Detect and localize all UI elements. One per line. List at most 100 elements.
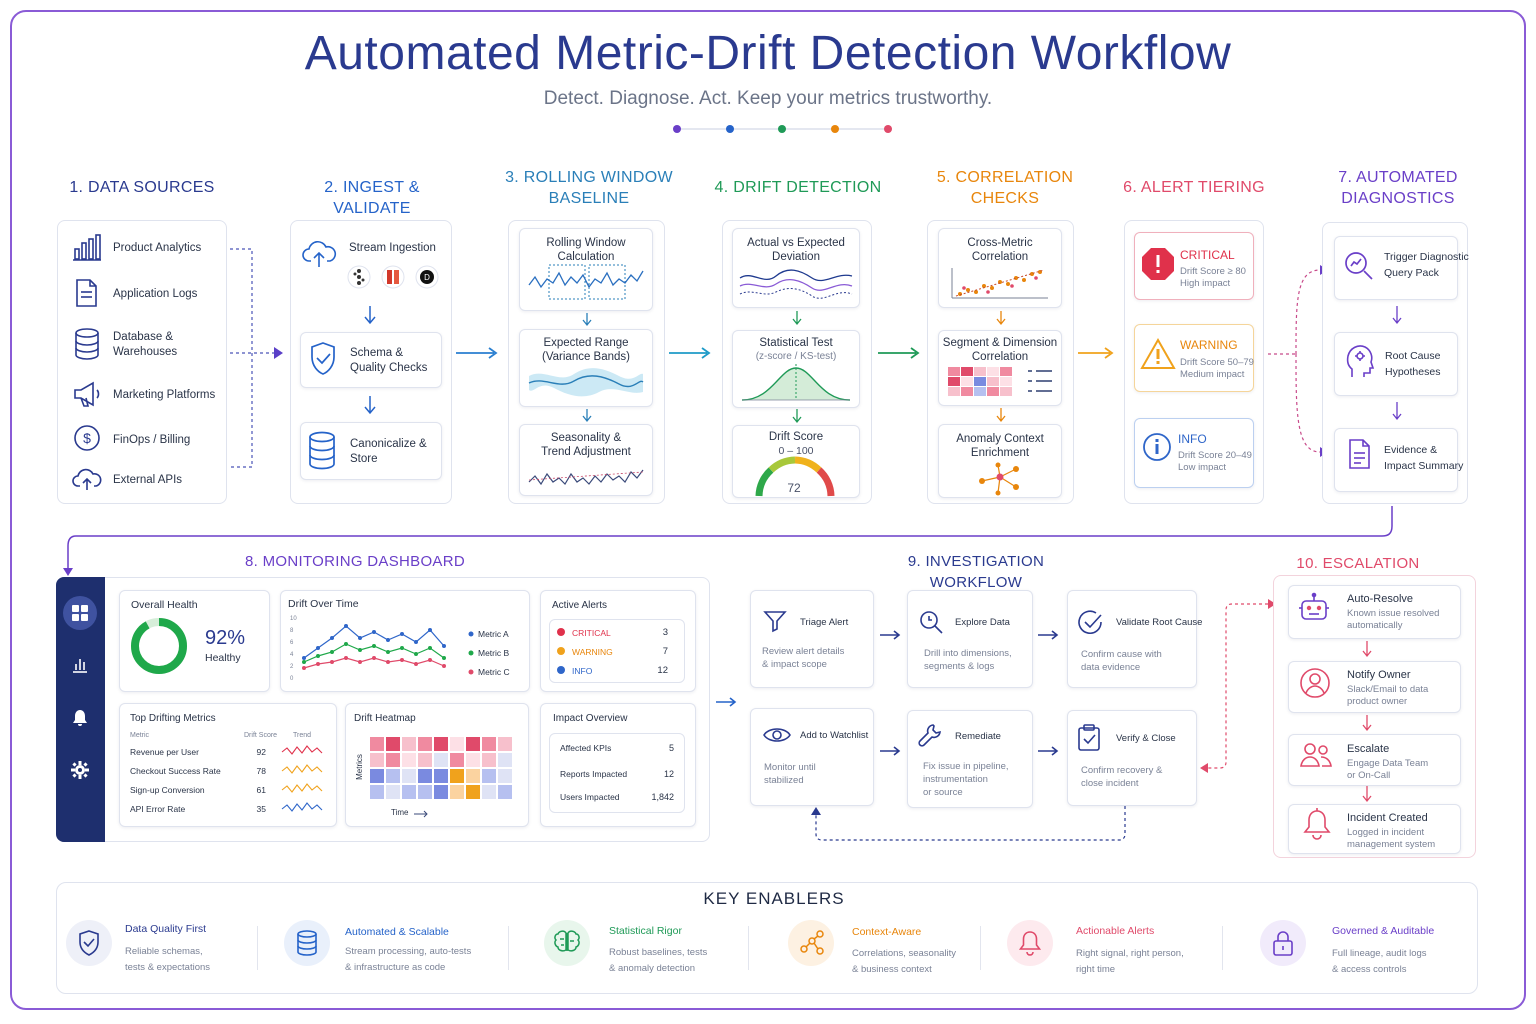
- y-tick-label: 10: [290, 616, 297, 622]
- heatmap-cell: [370, 737, 384, 751]
- enabler-label: Automated & Scalable: [345, 926, 449, 938]
- enabler-desc: Stream processing, auto-tests & infrastr…: [345, 946, 472, 973]
- dashboard-title: 8. MONITORING DASHBOARD: [245, 553, 465, 570]
- table-row: API Error Rate: [130, 804, 186, 814]
- stage-1-title: 1. DATA SOURCES: [69, 179, 215, 196]
- network-icon: [800, 930, 824, 955]
- heatmap-cell: [402, 753, 416, 767]
- right-arrow: [1038, 746, 1059, 756]
- alert-critical-name: CRITICAL: [572, 628, 611, 638]
- stage-7-title: 7. AUTOMATED DIAGNOSTICS: [1338, 169, 1458, 207]
- explore-data-card[interactable]: [907, 590, 1033, 688]
- gear-icon[interactable]: [71, 761, 89, 779]
- statistical-test-sub: (z-score / KS-test): [755, 351, 837, 362]
- enabler-icon-bg: [1260, 920, 1306, 966]
- cross-metric-label: Cross-Metric Correlation: [967, 237, 1033, 263]
- database-icon: [75, 328, 99, 360]
- scatter-correlation-chart: [951, 268, 1048, 299]
- heatmap-cell: [370, 785, 384, 799]
- legend-metric-c: Metric C: [478, 667, 510, 677]
- anomaly-context-card: [938, 424, 1062, 498]
- filter-icon: [763, 611, 787, 633]
- remediate-card[interactable]: [907, 710, 1033, 808]
- sidebar-active-item[interactable]: [63, 596, 97, 630]
- heatmap-cell: [402, 737, 416, 751]
- incident-created-card[interactable]: [1288, 804, 1461, 854]
- impact-row-value: 1,842: [651, 792, 674, 802]
- key-enablers-title: KEY ENABLERS: [703, 889, 845, 908]
- drift-over-time-card: [280, 590, 530, 692]
- down-arrow: [792, 409, 802, 424]
- y-tick-label: 4: [290, 652, 294, 658]
- network-graph-icon: [979, 462, 1019, 496]
- canonicalize-label: Canonicalize & Store: [350, 438, 427, 465]
- auto-resolve-card[interactable]: [1288, 585, 1461, 639]
- table-row-score: 35: [256, 804, 266, 814]
- right-arrow: [880, 630, 901, 640]
- search-chart-icon: [1345, 252, 1373, 280]
- lock-icon: [1273, 931, 1293, 956]
- table-row: Revenue per User: [130, 747, 199, 757]
- enabler-label: Actionable Alerts: [1076, 925, 1155, 937]
- y-tick-label: 8: [290, 628, 294, 634]
- down-arrow: [1362, 715, 1372, 732]
- validate-root-cause-card[interactable]: [1067, 590, 1197, 688]
- data-sources-panel: [57, 220, 227, 504]
- auto-resolve-desc: Known issue resolved automatically: [1347, 608, 1440, 631]
- bell-icon[interactable]: [72, 709, 88, 727]
- seasonality-label: Seasonality & Trend Adjustment: [541, 432, 631, 458]
- wrap-connector: [63, 506, 1393, 576]
- heatmap-cell: [434, 737, 448, 751]
- verify-close-card[interactable]: [1067, 710, 1197, 806]
- warning-triangle-icon: [1140, 337, 1176, 369]
- heatmap-cell: [498, 753, 512, 767]
- search-icon: [920, 611, 943, 634]
- heatmap-y-label: Metrics: [355, 754, 364, 780]
- table-row: Sign-up Conversion: [130, 785, 205, 795]
- impact-row-value: 5: [668, 743, 674, 753]
- heatmap-cell: [482, 785, 496, 799]
- active-alerts-label: Active Alerts: [552, 600, 608, 611]
- megaphone-icon: [74, 381, 100, 407]
- add-to-watchlist-card[interactable]: [750, 708, 874, 806]
- drift-score-value: 72: [787, 481, 801, 495]
- warning-desc: Drift Score 50–79 Medium impact: [1180, 357, 1254, 380]
- right-arrow: [880, 746, 901, 756]
- svg-text:$: $: [83, 430, 91, 446]
- info-tier-card: [1134, 418, 1254, 488]
- critical-label: CRITICAL: [1180, 248, 1235, 262]
- wrench-icon: [918, 724, 941, 747]
- verify-desc: Confirm recovery & close incident: [1081, 765, 1163, 789]
- col-metric: Metric: [130, 732, 150, 739]
- heatmap-cell: [482, 753, 496, 767]
- drift-heatmap-label: Drift Heatmap: [354, 713, 416, 724]
- validate-label: Validate Root Cause: [1116, 617, 1203, 628]
- alert-info-name: INFO: [572, 666, 593, 676]
- watchlist-label: Add to Watchlist: [800, 730, 869, 741]
- check-circle-icon: [1078, 610, 1102, 634]
- bar-chart-icon[interactable]: [72, 657, 88, 673]
- down-arrow: [364, 306, 376, 325]
- stage-4-title: 4. DRIFT DETECTION: [714, 179, 882, 196]
- variance-bands-chart: [528, 368, 644, 397]
- top-drifting-label: Top Drifting Metrics: [130, 713, 216, 724]
- heatmap-cell: [402, 769, 416, 783]
- table-row-score: 61: [256, 785, 266, 795]
- critical-octagon-icon: [1142, 248, 1174, 280]
- drift-score-range: 0 – 100: [778, 445, 814, 457]
- down-arrow: [996, 408, 1006, 423]
- trend-sparklines: [281, 745, 323, 812]
- triage-alert-card[interactable]: [750, 590, 874, 688]
- triage-desc: Review alert details & impact scope: [762, 646, 845, 670]
- overall-health-label: Overall Health: [131, 599, 198, 611]
- legend-metric-a: Metric A: [478, 629, 509, 639]
- heatmap-cell: [434, 785, 448, 799]
- heatmap-cell: [386, 737, 400, 751]
- health-status: Healthy: [205, 652, 241, 664]
- database-icon: [297, 930, 317, 956]
- alerts-list: [549, 619, 685, 683]
- source-database-warehouses: Database & Warehouses: [113, 331, 178, 358]
- divider: [1222, 926, 1223, 970]
- alert-warning-count: 7: [662, 646, 668, 657]
- rolling-window-card: [519, 228, 653, 311]
